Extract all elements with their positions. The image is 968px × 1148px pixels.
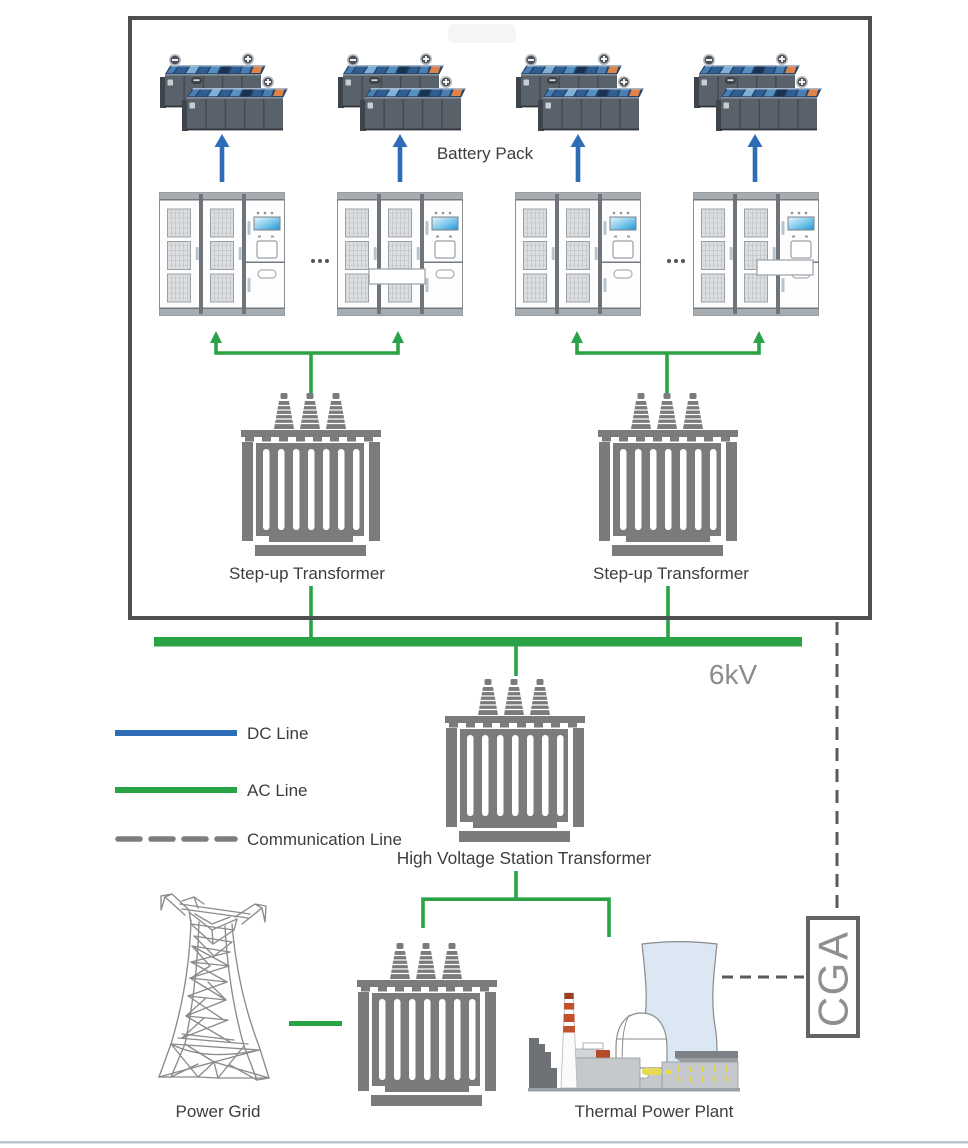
svg-text:Communication Line: Communication Line xyxy=(247,830,402,849)
svg-text:A: A xyxy=(810,932,857,960)
svg-text:DC Line: DC Line xyxy=(247,724,308,743)
svg-text:Step-up Transformer: Step-up Transformer xyxy=(593,564,749,583)
svg-text:High Voltage Station Transform: High Voltage Station Transformer xyxy=(397,848,652,868)
svg-text:Power Grid: Power Grid xyxy=(175,1102,260,1121)
svg-text:Step-up Transformer: Step-up Transformer xyxy=(229,564,385,583)
svg-text:Battery Pack: Battery Pack xyxy=(437,144,534,163)
svg-text:AC Line: AC Line xyxy=(247,781,307,800)
svg-text:Thermal Power Plant: Thermal Power Plant xyxy=(575,1102,734,1121)
svg-text:6kV: 6kV xyxy=(709,659,758,690)
svg-text:C: C xyxy=(810,997,857,1027)
svg-text:G: G xyxy=(810,963,857,996)
